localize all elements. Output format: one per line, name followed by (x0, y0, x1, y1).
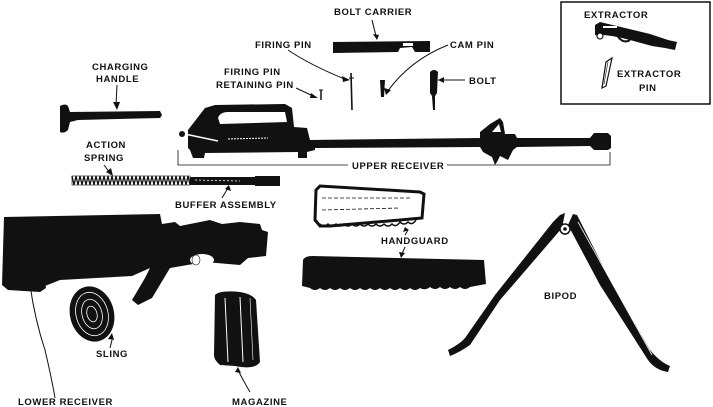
magazine: MAGAZINE (214, 291, 287, 407)
handguard-lower (302, 256, 486, 290)
bipod: BIPOD (448, 213, 670, 372)
label-extractor-pin-line2: PIN (639, 83, 657, 94)
cam-pin-leader (386, 44, 449, 93)
buffer-part (190, 176, 280, 186)
label-retaining-pin-line2: RETAINING PIN (216, 80, 294, 91)
label-extractor-pin-line1: EXTRACTOR (617, 69, 681, 80)
cam-pin: CAM PIN (380, 40, 494, 97)
magazine-leader (237, 369, 251, 393)
firing-pin-leader (287, 49, 348, 81)
extractor-pin-part (601, 56, 613, 90)
bolt-carrier-leader (371, 19, 377, 37)
firing-pin: FIRING PIN (255, 40, 354, 111)
upper-receiver: UPPER RECEIVER (177, 104, 611, 172)
buffer-assembly: BUFFER ASSEMBLY (175, 185, 277, 211)
label-buffer-assembly: BUFFER ASSEMBLY (175, 200, 277, 211)
upper-receiver-bracket-left (177, 150, 348, 166)
label-cam-pin: CAM PIN (450, 40, 494, 51)
firing-pin-retaining-pin: FIRING PIN RETAINING PIN (216, 67, 323, 100)
label-bolt: BOLT (469, 76, 497, 87)
label-sling: SLING (96, 349, 128, 360)
extractor-part (595, 22, 677, 50)
upper-receiver-bracket-right (447, 152, 611, 166)
label-extractor: EXTRACTOR (584, 10, 648, 21)
label-firing-pin: FIRING PIN (255, 40, 312, 51)
handguard-upper (313, 184, 426, 228)
sling: SLING (69, 286, 128, 360)
lower-receiver-leader (29, 284, 56, 399)
inset-border (560, 1, 711, 105)
label-retaining-pin-line1: FIRING PIN (224, 67, 281, 78)
label-action-spring-line1: ACTION (86, 140, 126, 151)
charging-handle: CHARGING HANDLE (60, 62, 162, 133)
label-charging-handle-line1: CHARGING (92, 62, 149, 73)
label-handguard: HANDGUARD (381, 236, 449, 247)
label-upper-receiver: UPPER RECEIVER (352, 161, 444, 172)
label-bolt-carrier: BOLT CARRIER (334, 7, 412, 18)
label-magazine: MAGAZINE (232, 397, 287, 407)
extractor-inset: EXTRACTOR EXTRACTOR PIN (560, 1, 711, 105)
label-charging-handle-line2: HANDLE (96, 74, 139, 85)
action-spring: ACTION SPRING (71, 140, 280, 186)
label-bipod: BIPOD (544, 291, 577, 302)
bolt-carrier: BOLT CARRIER (333, 7, 430, 53)
bolt: BOLT (430, 70, 497, 110)
handguard-label-group: HANDGUARD (381, 227, 449, 258)
spring-coil (71, 175, 191, 186)
label-action-spring-line2: SPRING (84, 153, 124, 164)
lower-receiver: LOWER RECEIVER (2, 214, 268, 407)
label-lower-receiver: LOWER RECEIVER (18, 397, 113, 407)
